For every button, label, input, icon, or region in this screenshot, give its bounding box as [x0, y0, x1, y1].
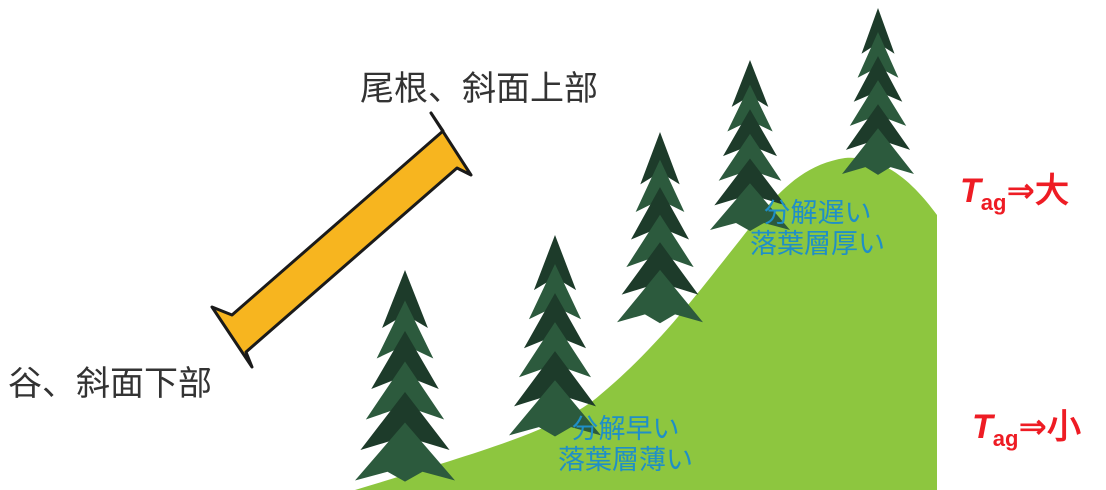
- green-hill-slope: [355, 157, 937, 490]
- conifer-tree-icon: [842, 8, 914, 175]
- upper-tag-symbol: T: [960, 172, 981, 210]
- lower-soil-description: 分解早い 落葉層薄い: [558, 414, 693, 476]
- ridge-upper-slope-label: 尾根、斜面上部: [360, 69, 598, 109]
- conifer-tree-icon: [355, 270, 455, 482]
- lower-tag-subscript: ag: [992, 426, 1019, 451]
- lower-tag-value: 小: [1046, 407, 1081, 447]
- conifer-tree-icon: [617, 132, 703, 324]
- upper-tag-label: Tag⇒大: [960, 171, 1069, 215]
- lower-soil-line2: 落葉層薄い: [558, 445, 693, 477]
- valley-lower-slope-label: 谷、斜面下部: [8, 364, 212, 404]
- lower-soil-line1: 分解早い: [571, 414, 680, 445]
- tree-group: [355, 8, 914, 482]
- lower-tag-arrow: ⇒: [1018, 407, 1047, 447]
- double-headed-arrow-icon: [210, 111, 473, 369]
- upper-tag-value: 大: [1034, 171, 1069, 211]
- upper-soil-line2: 落葉層厚い: [750, 229, 885, 261]
- upper-tag-subscript: ag: [980, 190, 1007, 215]
- upper-tag-arrow: ⇒: [1006, 171, 1035, 211]
- lower-tag-symbol: T: [972, 408, 993, 446]
- conifer-tree-icon: [509, 235, 601, 437]
- upper-soil-line1: 分解遅い: [763, 198, 872, 229]
- upper-soil-description: 分解遅い 落葉層厚い: [750, 198, 885, 260]
- conifer-tree-icon: [710, 60, 790, 231]
- lower-tag-label: Tag⇒小: [972, 407, 1081, 451]
